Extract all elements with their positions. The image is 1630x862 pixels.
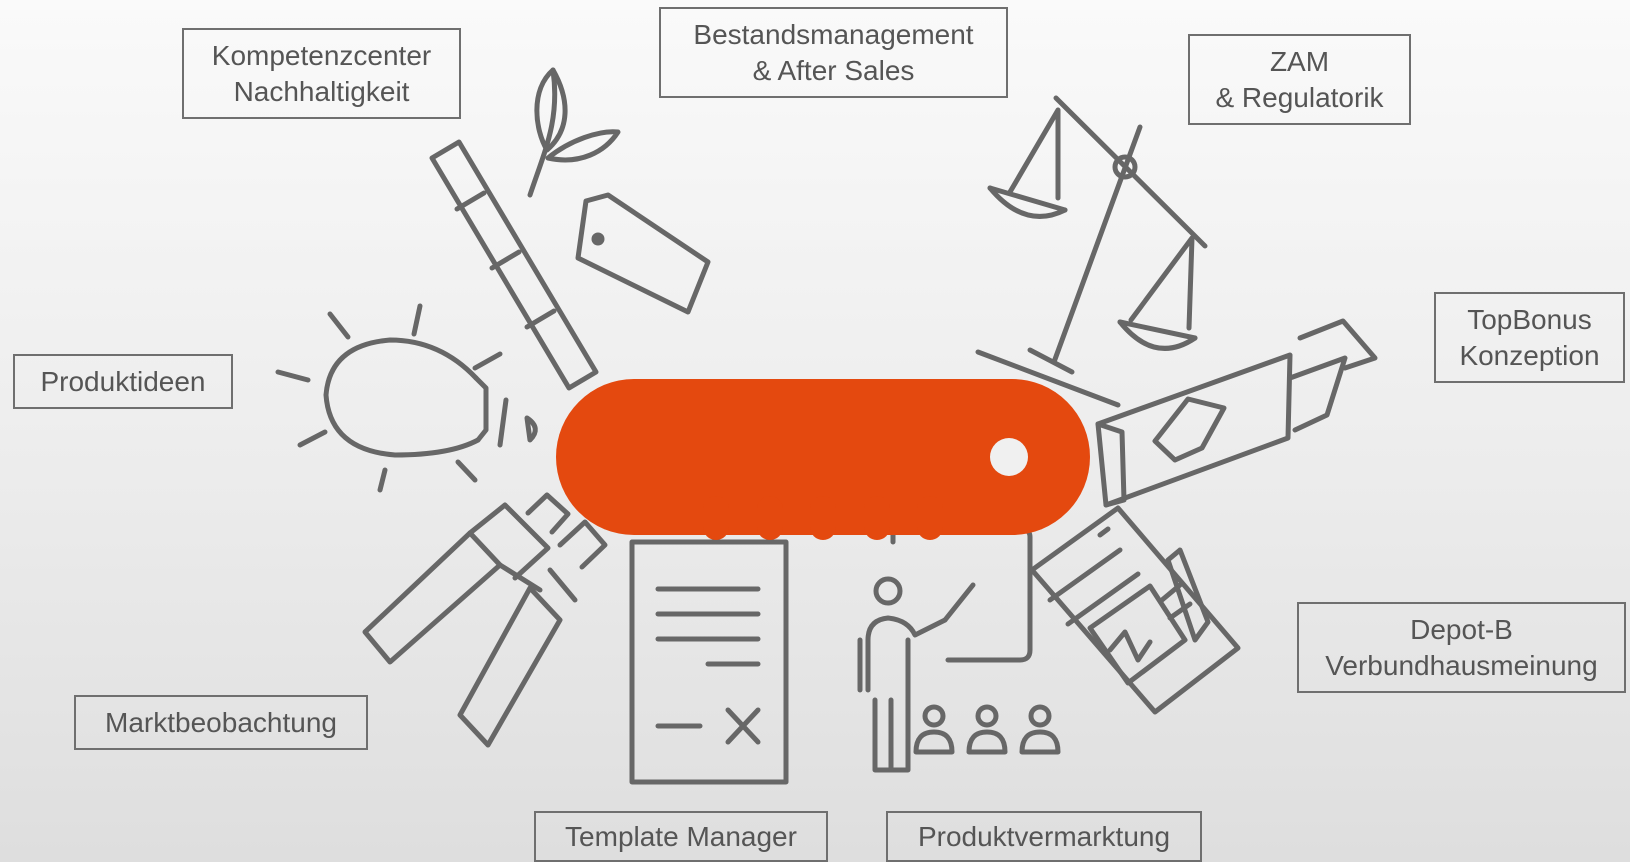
presenter-audience-icon — [857, 527, 1061, 773]
label-line: Kompetenzcenter — [211, 39, 432, 71]
contract-document-icon — [629, 539, 789, 785]
label-line: TopBonus — [1467, 303, 1592, 335]
label-line: Nachhaltigkeit — [233, 75, 410, 107]
label-produktvermarktung: Produktvermarktung — [886, 811, 1202, 862]
label-line: ZAM — [1269, 45, 1330, 77]
ticket-icon — [1095, 318, 1378, 508]
label-template-manager: Template Manager — [534, 811, 828, 862]
label-line: Produktvermarktung — [917, 820, 1171, 852]
label-line: Produktideen — [40, 365, 206, 397]
label-topbonus-konzeption: TopBonus Konzeption — [1434, 292, 1625, 383]
label-marktbeobachtung: Marktbeobachtung — [74, 695, 368, 750]
label-line: & After Sales — [752, 54, 915, 86]
phone-document-icon — [1029, 505, 1241, 715]
label-line: Template Manager — [565, 820, 797, 852]
label-line: Konzeption — [1459, 339, 1600, 371]
label-kompetenzcenter-nachhaltigkeit: Kompetenzcenter Nachhaltigkeit — [182, 28, 461, 119]
binoculars-icon — [362, 492, 608, 748]
label-line: Verbundhausmeinung — [1325, 649, 1598, 681]
lightbulb-icon — [275, 303, 538, 493]
label-depot-b-verbundhausmeinung: Depot-B Verbundhausmeinung — [1297, 602, 1626, 693]
knife-body — [556, 379, 1090, 540]
plant-price-tag-icon — [429, 67, 711, 391]
label-line: Bestandsmanagement — [693, 18, 974, 50]
knife-ring-hole — [990, 438, 1028, 476]
label-line: & Regulatorik — [1215, 81, 1384, 113]
label-bestandsmanagement: Bestandsmanagement & After Sales — [659, 7, 1008, 98]
scales-icon — [975, 95, 1208, 408]
label-line: Depot-B — [1410, 613, 1513, 645]
label-zam-regulatorik: ZAM & Regulatorik — [1188, 34, 1411, 125]
label-line: Marktbeobachtung — [105, 706, 337, 738]
label-produktideen: Produktideen — [13, 354, 233, 409]
